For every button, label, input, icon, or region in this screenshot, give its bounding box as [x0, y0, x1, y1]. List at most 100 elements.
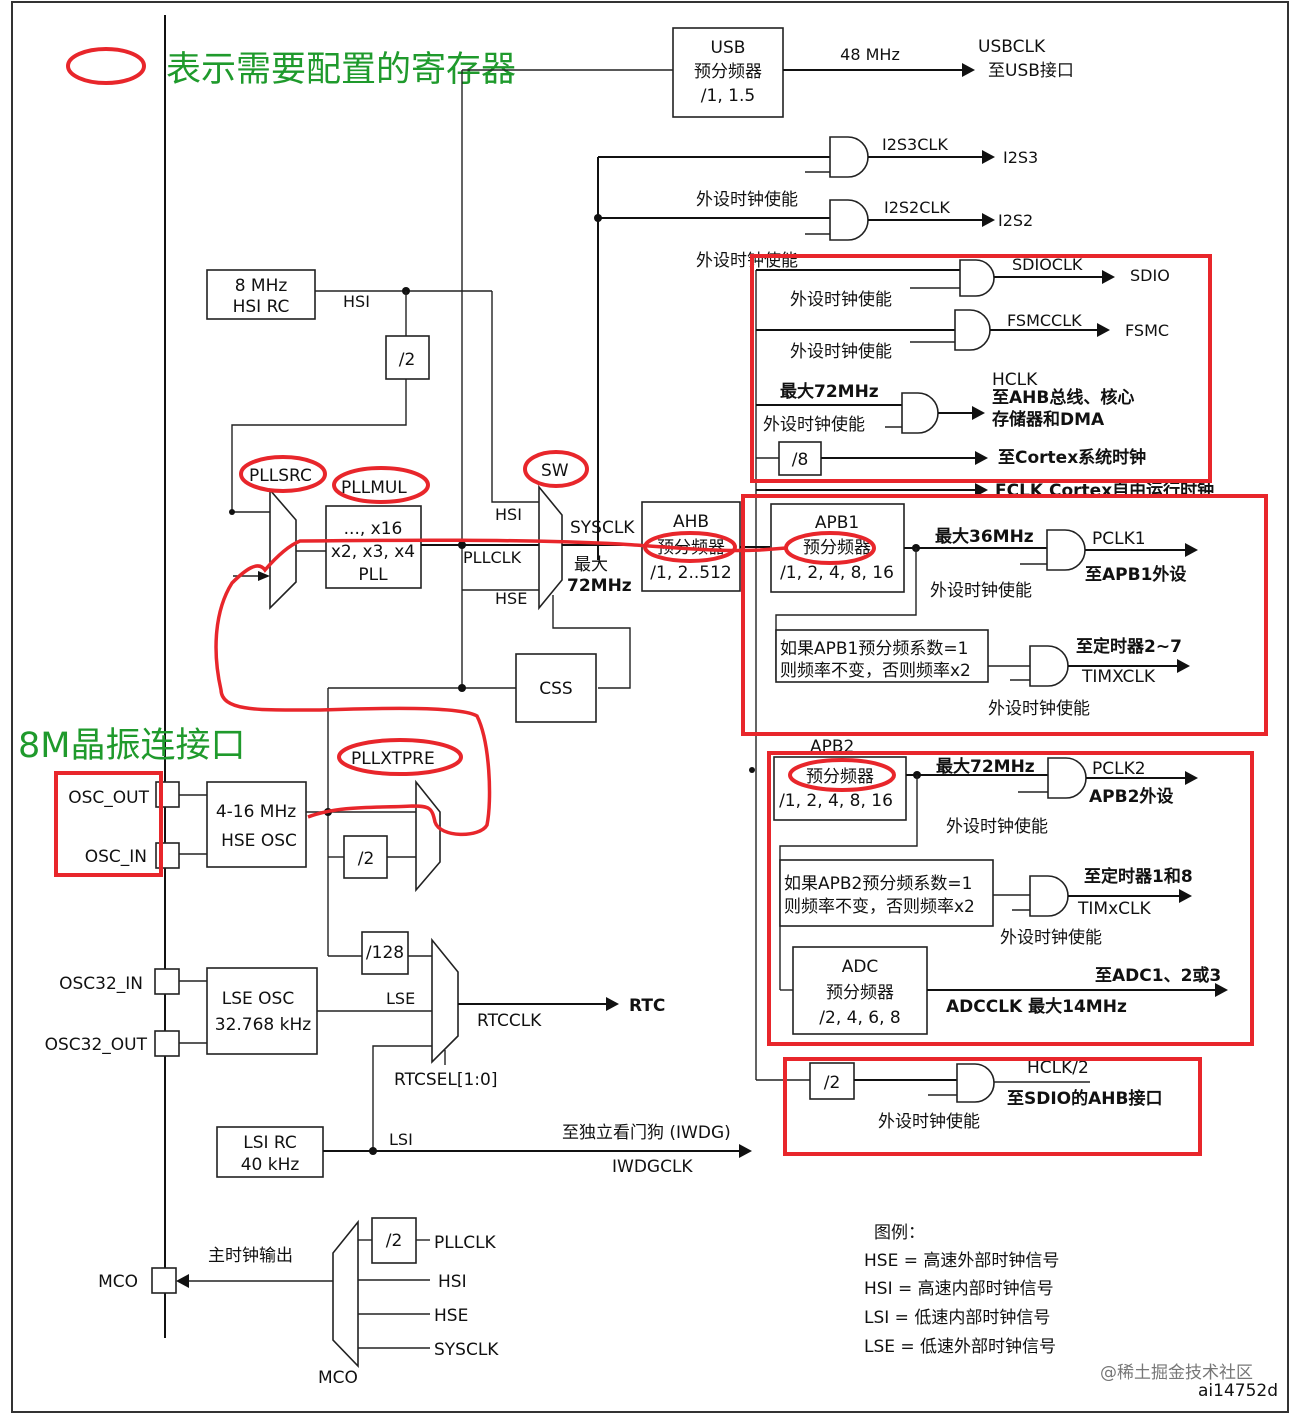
hsi-rc-block [206, 269, 316, 320]
legend-title: 图例： [874, 1223, 925, 1243]
hsi-to-sw [491, 291, 539, 503]
legend-top-text: 表示需要配置的寄存器 [166, 50, 516, 90]
mco-arrow [176, 1274, 189, 1288]
pllxtpre-label: PLLXTPRE [351, 749, 435, 769]
legend-red-ellipse [66, 47, 146, 85]
apb1-arrow [1185, 543, 1198, 557]
hse-osc-l1: 4-16 MHz [216, 802, 296, 822]
adc-l2: 预分频器 [826, 983, 894, 1003]
hand-drawn-path [214, 538, 787, 837]
pll-block [325, 505, 422, 589]
fsmcclk-label: FSMCCLK [1007, 311, 1082, 330]
apb2-red-ellipse [788, 758, 896, 792]
adcclk-label: ADCCLK 最大14MHz [946, 996, 1127, 1017]
hsi-div2-block [385, 335, 430, 380]
legend-lse: LSE = 低速外部时钟信号 [864, 1337, 1056, 1357]
apb1-tim1: 至定时器2~7 [1076, 636, 1182, 657]
i2s2-and-gate [829, 199, 869, 241]
i2s2-out-label: I2S2 [998, 211, 1033, 230]
usb-arrow [962, 63, 975, 77]
osc-out-label: OSC_OUT [68, 788, 149, 808]
hclk-arrow [972, 406, 985, 420]
osc32-out-pin [154, 1030, 180, 1057]
apb2-red-box [767, 751, 1254, 1046]
hclk-l3: 存储器和DMA [992, 409, 1105, 430]
mco-mux [332, 1219, 359, 1368]
sw-max2: 72MHz [567, 576, 632, 596]
sysclk-label: SYSCLK [570, 518, 635, 538]
apb1-and-gate [1046, 529, 1086, 571]
apb1-prescaler-block [770, 503, 905, 593]
apb1-max: 最大36MHz [935, 526, 1034, 547]
apb2-tim-and-gate [1029, 875, 1069, 917]
sdio-and-gate [959, 259, 995, 297]
osc32-in-label: OSC32_IN [59, 974, 143, 994]
apb2-and-gate [1047, 757, 1087, 799]
figure-code: ai14752d [1198, 1381, 1278, 1401]
usb-l3: /1, 1.5 [701, 86, 755, 106]
cortex-out-label: 至Cortex系统时钟 [998, 447, 1146, 468]
apb2-note1: 如果APB2预分频系数=1 [784, 874, 972, 894]
i2s3-and-gate [829, 136, 869, 178]
sdio-ahb-div2: /2 [824, 1073, 841, 1093]
sdio-ahb-top: HCLK/2 [1027, 1058, 1089, 1078]
mco-pin-label: MCO [98, 1272, 138, 1292]
cortex-arrow [975, 451, 988, 465]
usbclk-label: USBCLK [978, 37, 1046, 57]
apb2-tim-arrow [1179, 889, 1192, 903]
hclk-red-box [750, 254, 1212, 483]
sw-red-ellipse [523, 450, 589, 488]
pllclk-junction [458, 541, 466, 549]
pll-l2: x2, x3, x4 [331, 542, 415, 562]
lsi-to-rtc [372, 1045, 432, 1151]
sdio-ahb-and-gate [956, 1063, 995, 1103]
hse-div2: /2 [358, 849, 375, 869]
rtcclk-label: RTCCLK [477, 1011, 542, 1031]
ahb-l3: /1, 2..512 [650, 563, 731, 583]
hse-osc-block [206, 781, 307, 868]
mco-hsi: HSI [438, 1272, 467, 1292]
legend-lsi: LSI = 低速内部时钟信号 [864, 1308, 1050, 1328]
sdio-ahb-div2-block [809, 1062, 855, 1100]
apb1-tim-and-gate [1029, 645, 1069, 687]
apb2-l2: 预分频器 [806, 767, 874, 787]
pllmul-red-ellipse [332, 466, 430, 504]
apb2-in-junction [749, 767, 755, 773]
sdio-ahb-red-box [783, 1057, 1202, 1156]
usb-l1: USB [711, 38, 746, 58]
watermark: @稀土掘金技术社区 [1100, 1363, 1253, 1383]
lsi-l2: 40 kHz [241, 1155, 300, 1175]
i2s3-out-label: I2S3 [1003, 148, 1038, 167]
fsmc-arrow [1097, 323, 1110, 337]
apb2-tim-enable: 外设时钟使能 [1000, 927, 1102, 948]
legend-hsi: HSI = 高速内部时钟信号 [864, 1279, 1054, 1299]
apb2-tim1: 至定时器1和8 [1084, 866, 1193, 887]
apb1-tim2: TIMXCLK [1081, 667, 1156, 687]
sdio-ahb-enable: 外设时钟使能 [878, 1111, 980, 1132]
sdioclk-label: SDIOCLK [1012, 255, 1083, 274]
i2s3-enable-label: 外设时钟使能 [696, 189, 798, 210]
iwdg2: IWDGCLK [612, 1157, 693, 1177]
i2s2clk-label: I2S2CLK [884, 198, 950, 217]
pllxtpre-mux [415, 779, 441, 893]
mco-div2: /2 [386, 1231, 403, 1251]
mco-hse: HSE [434, 1306, 468, 1326]
mco-pllclk: PLLCLK [434, 1233, 497, 1253]
i2s3-arrow [982, 150, 995, 164]
cortex-div8: /8 [792, 450, 809, 470]
osc32-out-label: OSC32_OUT [45, 1035, 148, 1055]
frame [11, 1, 1289, 1413]
mco-mux-label: MCO [318, 1368, 358, 1388]
apb1-l3: /1, 2, 4, 8, 16 [780, 563, 894, 583]
pclk1-label: PCLK1 [1092, 529, 1146, 549]
apb2-enable-label: 外设时钟使能 [946, 816, 1048, 837]
fclk-arrow [975, 483, 988, 497]
hse-div2-block [343, 835, 388, 879]
i2s2-enable-label: 外设时钟使能 [696, 250, 798, 271]
apb2-l3: /1, 2, 4, 8, 16 [779, 791, 893, 811]
sdio-enable-label: 外设时钟使能 [790, 289, 892, 310]
hclk-and-gate [901, 392, 939, 434]
hsi-rc-l1: 8 MHz [235, 276, 288, 296]
apb1-tim-arrow [1177, 659, 1190, 673]
